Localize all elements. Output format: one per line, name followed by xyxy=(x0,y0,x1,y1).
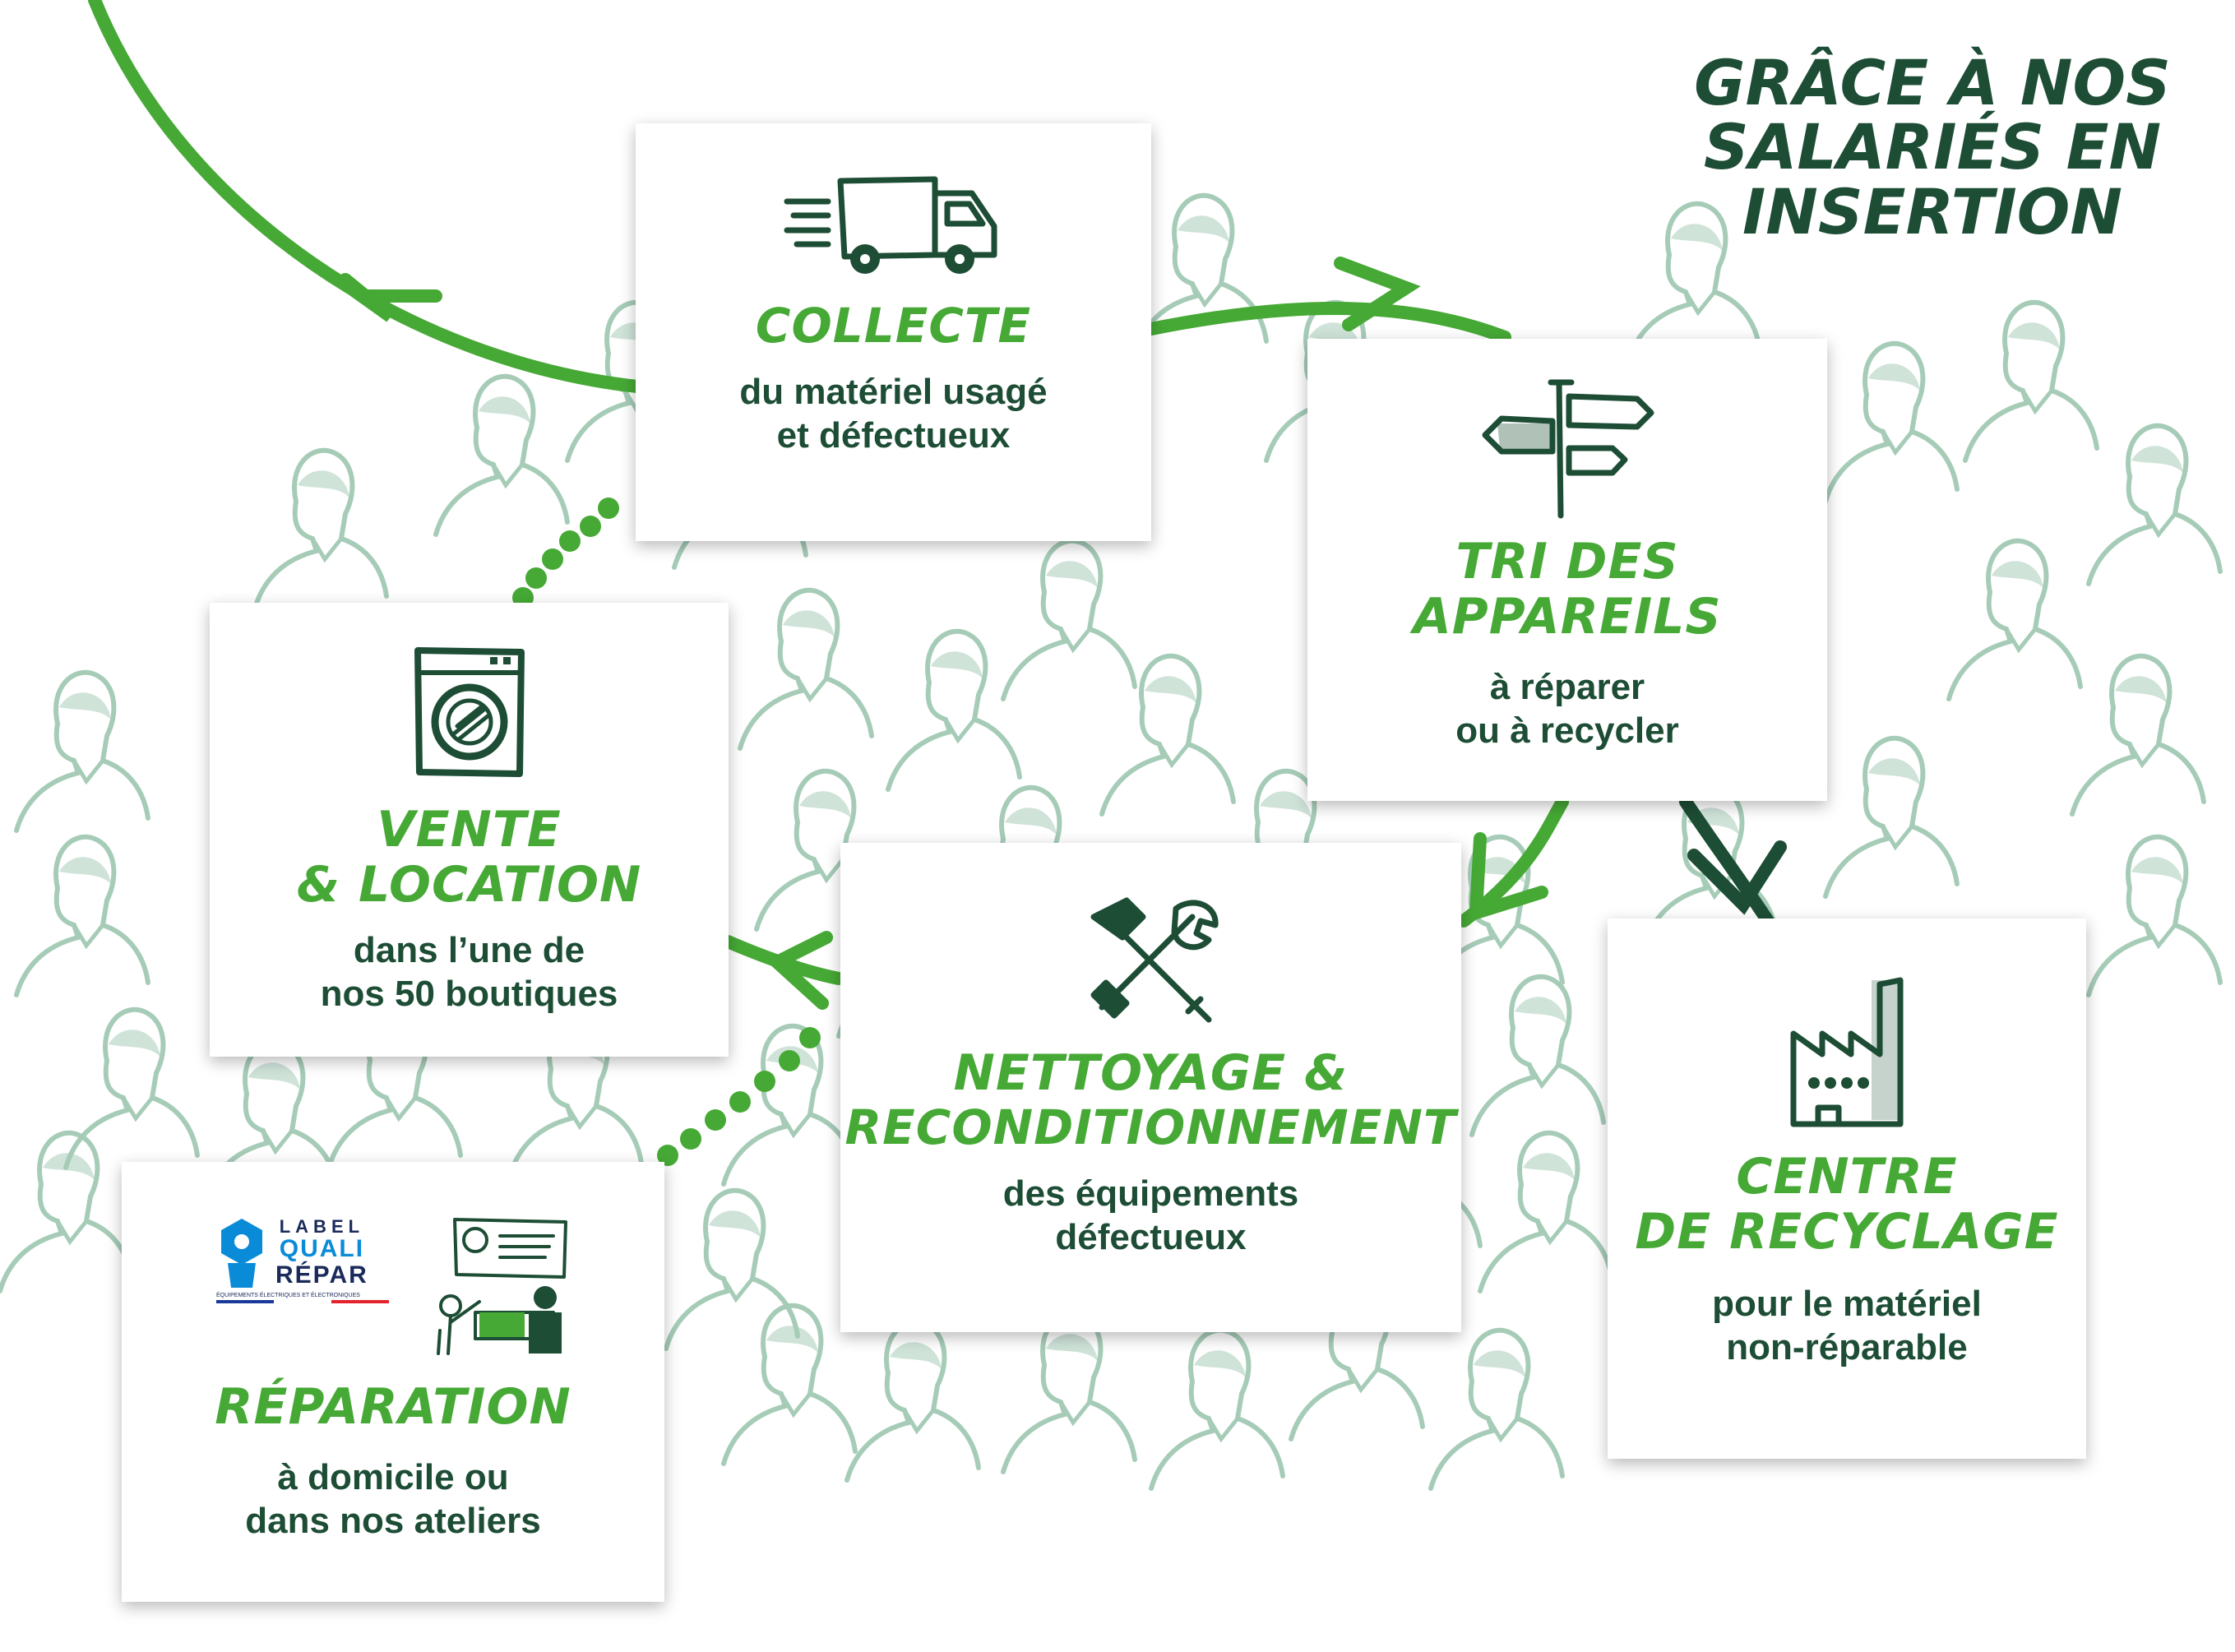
tri-title-2: APPAREILS xyxy=(1413,588,1722,646)
card-tri: TRI DES APPAREILS à réparer ou à recycle… xyxy=(1307,339,1827,801)
card-nettoyage: NETTOYAGE & RECONDITIONNEMENT des équipe… xyxy=(840,843,1461,1332)
card-recyclage: CENTRE DE RECYCLAGE pour le matériel non… xyxy=(1608,919,2086,1459)
headline: GRÂCE À NOS SALARIÉS EN INSERTION xyxy=(1694,46,2171,248)
qualirepar-logo-icon xyxy=(221,1219,262,1288)
recyclage-line1: pour le matériel xyxy=(1712,1284,1982,1325)
vente-line2: nos 50 boutiques xyxy=(320,974,618,1015)
flow-arrows xyxy=(88,0,1787,1010)
collecte-line2: et défectueux xyxy=(776,414,1011,456)
qualirepar-label: LABEL QUALI RÉPAR ÉQUIPEMENTS ÉLECTRIQUE… xyxy=(216,1215,389,1303)
reparation-line2: dans nos ateliers xyxy=(245,1500,541,1541)
card-reparation: LABEL QUALI RÉPAR ÉQUIPEMENTS ÉLECTRIQUE… xyxy=(122,1162,664,1602)
arrow-in-collecte xyxy=(88,0,644,393)
label-line2: QUALI xyxy=(279,1235,365,1263)
vente-title-2: & LOCATION xyxy=(296,856,642,914)
recyclage-title-2: DE RECYCLAGE xyxy=(1635,1203,2059,1261)
workshop-icon xyxy=(437,1218,567,1355)
arrow-tri-recyclage xyxy=(1679,795,1775,928)
card-collecte: COLLECTE du matériel usagé et défectueux xyxy=(636,123,1151,541)
tri-line1: à réparer xyxy=(1489,667,1645,708)
card-vente: VENTE & LOCATION dans l’une de nos 50 bo… xyxy=(210,603,729,1057)
nettoyage-title-1: NETTOYAGE & xyxy=(953,1044,1349,1102)
tri-title-1: TRI DES xyxy=(1455,533,1679,590)
vente-title-1: VENTE xyxy=(377,801,562,858)
label-line3: RÉPAR xyxy=(275,1261,368,1289)
arrow-collecte-tri xyxy=(1145,302,1511,344)
tri-line2: ou à recycler xyxy=(1455,710,1679,752)
recyclage-line2: non-réparable xyxy=(1726,1327,1968,1368)
collecte-title: COLLECTE xyxy=(755,298,1032,354)
washing-machine-icon xyxy=(414,647,525,777)
label-flag-bar xyxy=(216,1300,389,1303)
collecte-line1: du matériel usagé xyxy=(739,371,1048,412)
truck-icon xyxy=(784,176,997,274)
tools-icon xyxy=(1090,897,1219,1023)
reparation-title: RÉPARATION xyxy=(215,1378,571,1436)
nettoyage-line1: des équipements xyxy=(1002,1173,1299,1215)
dotted-paths xyxy=(512,497,821,1166)
nettoyage-line2: défectueux xyxy=(1055,1216,1247,1257)
nettoyage-title-2: RECONDITIONNEMENT xyxy=(844,1099,1457,1156)
reparation-visuals: LABEL QUALI RÉPAR ÉQUIPEMENTS ÉLECTRIQUE… xyxy=(216,1215,570,1355)
label-sub: ÉQUIPEMENTS ÉLECTRIQUES ET ÉLECTRONIQUES xyxy=(216,1293,360,1298)
reparation-line1: à domicile ou xyxy=(277,1457,509,1498)
vente-line1: dans l’une de xyxy=(353,930,585,971)
label-line1: LABEL xyxy=(279,1215,365,1237)
signpost-icon xyxy=(1482,379,1654,519)
factory-icon xyxy=(1790,977,1904,1127)
recyclage-title-1: CENTRE xyxy=(1736,1148,1958,1205)
